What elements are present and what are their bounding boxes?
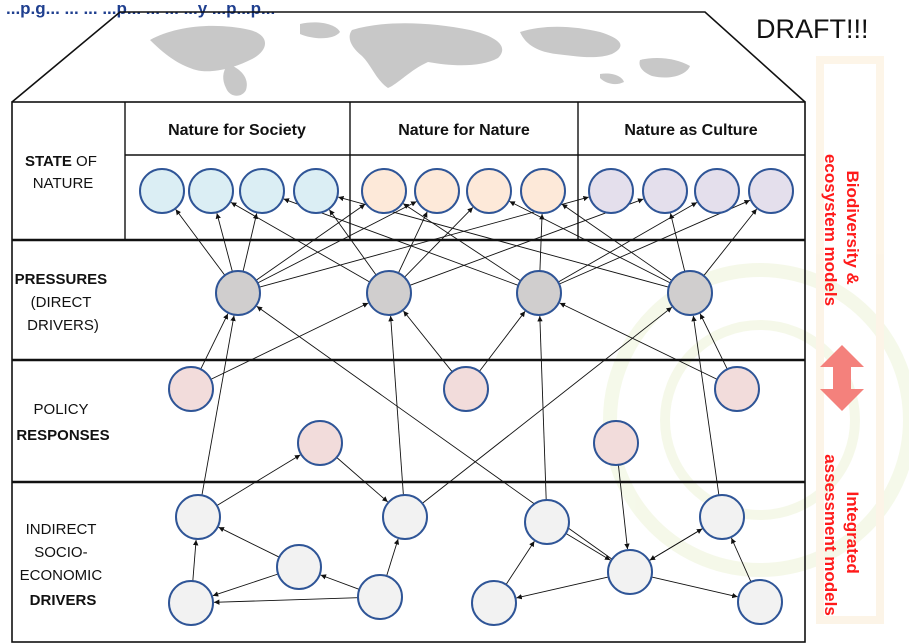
arrow-p2-to-s2: [230, 202, 371, 283]
arrow-r5-to-d6: [617, 464, 630, 550]
node-d8: [357, 574, 403, 620]
arrow-d5-to-d1: [218, 526, 280, 558]
node-d1: [175, 494, 221, 540]
node-d5: [276, 544, 322, 590]
node-c3: [694, 168, 740, 214]
node-s2: [188, 168, 234, 214]
arrow-p1-to-n2: [257, 201, 417, 284]
node-d3: [524, 499, 570, 545]
node-c2: [642, 168, 688, 214]
node-c4: [748, 168, 794, 214]
node-s3: [239, 168, 285, 214]
arrow-d8-to-d7: [213, 597, 359, 605]
arrow-r1-to-p2: [210, 302, 369, 380]
node-c1: [588, 168, 634, 214]
row-label-pressures: PRESSURES (DIRECT DRIVERS): [15, 271, 112, 334]
node-s1: [139, 168, 185, 214]
node-r2: [443, 366, 489, 412]
arrow-p2-to-n3: [404, 207, 474, 278]
arrow-d5-to-d7: [212, 573, 279, 597]
arrow-connections: [175, 195, 758, 605]
arrow-r2-to-p3: [478, 311, 526, 372]
node-r1: [168, 366, 214, 412]
arrow-r3-to-p4: [699, 313, 728, 370]
arrow-p4-to-c4: [703, 208, 758, 277]
node-n3: [466, 168, 512, 214]
node-p4: [667, 270, 713, 316]
arrow-r3-to-p3: [559, 302, 718, 380]
node-d7: [168, 580, 214, 626]
node-d9: [471, 580, 517, 626]
arrow-p3-to-c3: [557, 202, 698, 283]
arrow-d9-to-d3: [505, 540, 535, 585]
arrow-p2-to-s4: [329, 209, 377, 276]
node-r4: [297, 420, 343, 466]
arrow-d6-to-d9: [516, 576, 609, 600]
box-lid: [11, 11, 806, 103]
background-watermark: [603, 56, 909, 624]
arrow-p1-to-s3: [242, 213, 259, 272]
arrow-p2-to-n2: [397, 211, 428, 274]
row-label-indirect-drivers: INDIRECT SOCIO- ECONOMIC DRIVERS: [20, 521, 107, 609]
title-fragment: ...p.g... ... ... ...p... ... ... ...y .…: [6, 0, 275, 18]
arrow-p3-to-s3: [283, 198, 519, 286]
node-d6: [607, 549, 653, 595]
node-d2: [382, 494, 428, 540]
arrow-p3-to-n1: [402, 203, 521, 282]
arrow-r4-to-d2: [336, 457, 388, 503]
arrow-r1-to-p1: [200, 313, 229, 370]
node-s4: [293, 168, 339, 214]
arrow-d2-to-p2: [388, 315, 404, 496]
side-label-integrated-assessment-models: Integrated assessment models: [821, 454, 862, 616]
node-r3: [714, 366, 760, 412]
column-header-nature-for-society: Nature for Society: [168, 122, 306, 139]
arrow-d4-to-p4: [691, 315, 720, 496]
arrow-d6-to-d4: [648, 528, 703, 562]
node-n4: [520, 168, 566, 214]
arrow-d3-to-d6: [565, 533, 611, 561]
arrow-p1-to-n1: [255, 203, 366, 281]
arrow-p4-to-n4: [561, 203, 673, 281]
diagram-nodes: [139, 168, 794, 626]
draft-label: DRAFT!!!: [756, 14, 869, 44]
arrow-d7-to-d1: [192, 539, 199, 582]
node-r5: [593, 420, 639, 466]
column-header-nature-for-nature: Nature for Nature: [398, 122, 530, 139]
row-label-policy-responses: POLICY RESPONSES: [16, 401, 109, 444]
node-d4: [699, 494, 745, 540]
node-n1: [361, 168, 407, 214]
grid: [11, 101, 806, 643]
arrow-d1-to-r4: [216, 454, 301, 506]
arrow-d2-to-p4: [422, 306, 673, 504]
arrow-d10-to-d4: [730, 537, 752, 583]
arrow-p4-to-s4: [338, 195, 669, 288]
arrow-p1-to-c1: [259, 195, 589, 288]
arrow-p3-to-c4: [558, 199, 751, 285]
arrow-r2-to-p2: [403, 310, 453, 373]
arrow-d8-to-d2: [386, 538, 400, 577]
arrow-p4-to-n3: [509, 200, 671, 284]
arrow-d1-to-p1: [201, 315, 236, 496]
arrow-p1-to-s1: [175, 209, 226, 276]
node-n2: [414, 168, 460, 214]
side-label-biodiversity-models: Biodiversity & ecosystem models: [821, 154, 862, 306]
arrow-p2-to-c2: [409, 198, 644, 286]
arrow-p3-to-n4: [539, 213, 545, 272]
node-p1: [215, 270, 261, 316]
arrow-p4-to-c2: [669, 213, 686, 272]
arrow-d6-to-d10: [651, 576, 738, 599]
node-p2: [366, 270, 412, 316]
column-header-nature-as-culture: Nature as Culture: [624, 122, 757, 139]
double-arrow: [820, 345, 864, 411]
row-label-state-of-nature: STATE OF NATURE: [25, 153, 101, 192]
arrow-p1-to-s2: [215, 213, 233, 272]
node-p3: [516, 270, 562, 316]
arrow-d8-to-d5: [320, 574, 360, 590]
world-map: [150, 22, 690, 96]
node-d10: [737, 579, 783, 625]
